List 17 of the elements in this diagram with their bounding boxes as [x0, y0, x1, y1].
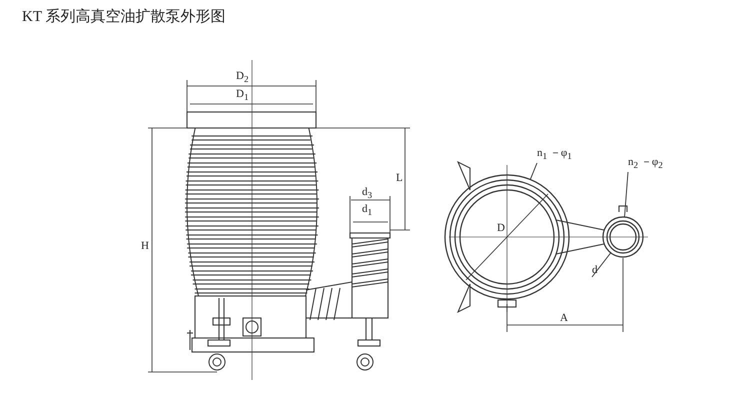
dimension-label: d$_{3}$	[362, 186, 372, 202]
leader-line	[530, 162, 538, 180]
dimension-label: H	[141, 240, 149, 253]
leader-label: n$_{2}$ －φ$_{2}$	[628, 156, 663, 172]
dimension-label: D	[497, 222, 505, 235]
dimension-label: D$_{1}$	[236, 88, 249, 104]
diagram-title: KT 系列高真空油扩散泵外形图	[22, 8, 226, 26]
foreline-flange-ring	[602, 216, 644, 258]
pump-flange-ring	[444, 174, 570, 300]
dimension-label: D$_{2}$	[236, 70, 249, 86]
dimension-label: A	[560, 312, 568, 325]
leader-label: d	[592, 264, 598, 277]
leader-line	[592, 252, 612, 278]
dimension-label: L	[396, 172, 403, 185]
leader-line	[624, 172, 628, 218]
dimension-label: d$_{1}$	[362, 203, 372, 220]
leader-label: n$_{1}$ －φ$_{1}$	[537, 147, 572, 164]
